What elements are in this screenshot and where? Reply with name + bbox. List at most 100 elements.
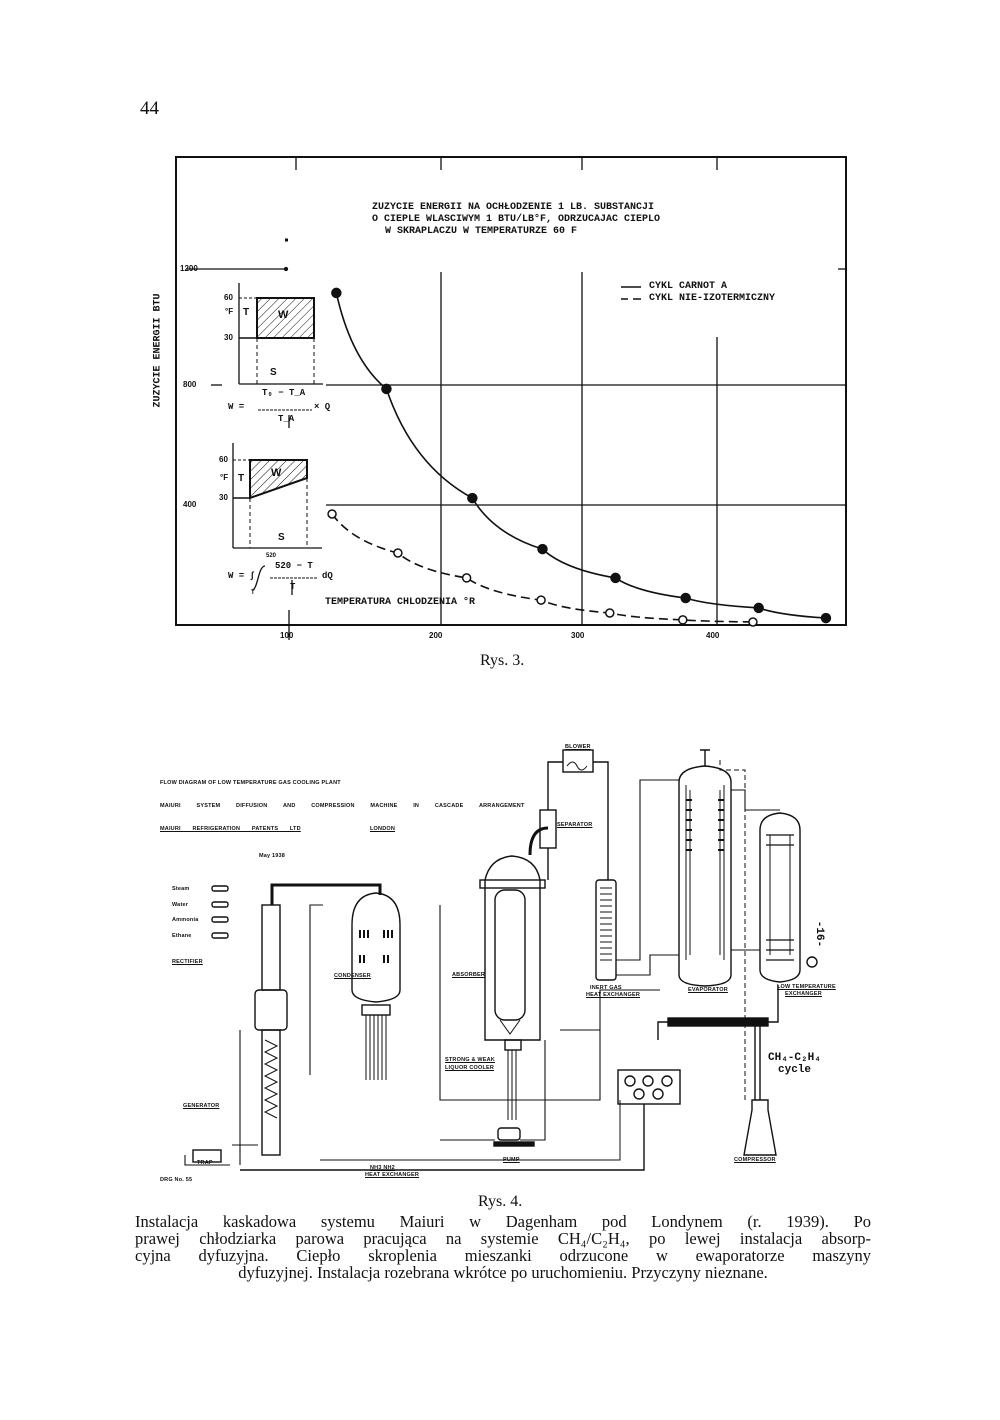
inset-label-W: W [271,467,282,479]
label-separator: SEPARATOR [557,822,593,828]
figure-description: Instalacja kaskadowa systemu Maiuri w Da… [135,1213,871,1281]
label-strong-weak: STRONG & WEAK [445,1057,495,1063]
label-condenser: CONDENSER [334,973,371,979]
legend-label-ammonia: Ammonia [172,917,199,923]
sheet-number: -16- [813,920,826,948]
condenser-vessel [351,892,401,1080]
inset-label-30: 30 [224,333,233,342]
page-number: 44 [140,98,159,119]
label-heat-exchanger: HEAT EXCHANGER [688,1027,743,1033]
pump [493,1127,535,1147]
integral-lower-limit: T [251,590,255,596]
inset-label-60: 60 [219,455,228,464]
formula-denominator: T_A [278,414,295,424]
label-nh3-he: HEAT EXCHANGER [365,1172,420,1178]
label-compressor: COMPRESSOR [734,1157,776,1163]
figure-4-caption: Rys. 4. [478,1193,523,1210]
diagram-header-line: MAIURI SYSTEM DIFFUSION AND COMPRESSION … [160,803,525,809]
caption-line: dyfuzyjnej. Instalacja rozebrana wkrótce… [238,1263,768,1282]
label-pump: PUMP [503,1157,520,1163]
label-trap: TRAP [197,1160,213,1166]
diagram-header-line: LONDON [370,826,396,832]
legend-label-water: Water [172,902,189,908]
label-blower: BLOWER [565,744,591,750]
vapour-pipe [270,883,382,905]
inset-label-30: 30 [219,493,228,502]
legend-label-carnot: CYKL CARNOT A [649,281,728,292]
diagram-date: May 1938 [259,853,286,859]
data-point-carnot [467,492,478,504]
legend-label-nonisothermal: CYKL NIE-IZOTERMICZNY [649,293,776,304]
label-evaporator: EVAPORATOR [688,987,728,993]
integral-sign [251,565,266,591]
chart-title-line: O CIEPLE WLASCIWYM 1 BTU/LB°F, ODRZUCAJA… [372,214,661,225]
separator-vessel [539,809,557,849]
inset-label-60: 60 [224,293,233,302]
label-cycle-formula: CH₄-C₂H₄ [768,1052,821,1064]
formula-numerator: 520 − T [275,561,313,571]
data-point-nonisothermal [461,573,472,583]
inset-nonisothermal-ts-diagram [232,443,322,591]
legend-label-ethane: Ethane [172,933,192,939]
data-point-carnot [610,572,621,584]
grid [187,157,846,640]
inset-label-T: T [243,307,250,318]
diagram-header-line: FLOW DIAGRAM OF LOW TEMPERATURE GAS COOL… [160,780,341,786]
diagram-header-line: MAIURI REFRIGERATION PATENTS LTD [160,826,301,832]
data-point-carnot [381,383,392,395]
legend-swatch-water [211,901,229,908]
integral-upper-limit: 520 [266,553,277,559]
caption-line: Instalacja kaskadowa systemu Maiuri w Da… [135,1212,871,1231]
y-axis-label: ZUZYCIE ENERGII BTU [152,293,164,408]
inset-label-W: W [278,309,289,321]
inert-gas-heat-exchanger-vessel [595,879,617,981]
low-temperature-exchanger-vessel [759,812,818,983]
figure-3-caption: Rys. 3. [480,652,525,669]
label-inert-gas-he: HEAT EXCHANGER [586,992,641,998]
data-point-nonisothermal [327,509,337,519]
label-liquor-cooler: LIQUOR COOLER [445,1065,495,1071]
x-tick-label: 400 [706,631,720,640]
work-area-hatched [256,297,315,339]
data-point-carnot [331,287,342,299]
evaporator-vessel [678,749,732,987]
data-point-nonisothermal [678,615,688,625]
heat-exchanger-bar [667,1017,769,1027]
chart-title-line: ZUZYCIE ENERGII NA OCHŁODZENIE 1 LB. SUB… [372,202,655,213]
label-inert-gas: INERT GAS [590,985,622,991]
x-tick-label: 100 [280,631,294,640]
gauge-panel [240,1069,681,1171]
legend-label-steam: Steam [172,886,190,892]
data-point-carnot [820,612,832,624]
label-nh3: NH3 NH2 [370,1165,395,1171]
label-rectifier: RECTIFIER [172,959,203,965]
x-tick-label: 300 [571,631,585,640]
data-point-carnot [753,602,764,614]
drawing-number: DRG No. 55 [160,1177,193,1183]
label-absorber: ABSORBER [452,972,486,978]
formula-rhs: dQ [322,571,333,581]
inset-label-T: T [238,473,245,484]
blower-box [562,749,594,773]
y-tick-label: 1200 [180,264,198,273]
y-tick-label: 400 [183,500,197,509]
data-point-carnot [537,543,548,555]
legend-swatch-ammonia [211,916,229,923]
data-point-nonisothermal [605,608,615,618]
data-point-carnot [680,592,691,604]
data-point-nonisothermal [536,595,546,605]
generator-column [254,904,288,1156]
chart-legend [621,286,641,300]
series-line-0 [335,292,827,619]
y-tick-label: 800 [183,380,197,389]
caption-line: cyjna dyfuzyjna. Ciepło skroplenia miesz… [135,1246,871,1265]
formula-numerator: T₀ − T_A [262,388,306,398]
inset-label-S: S [278,532,285,543]
inset-label-S: S [270,367,277,378]
formula-denominator: T [290,582,296,592]
energy-chart [175,156,847,640]
legend-swatch-ethane [211,932,229,939]
inset-label-unit: °F [220,473,229,482]
work-area-hatched [249,459,308,500]
caption-line: prawej chłodziarka parowa pracująca na s… [135,1229,871,1248]
